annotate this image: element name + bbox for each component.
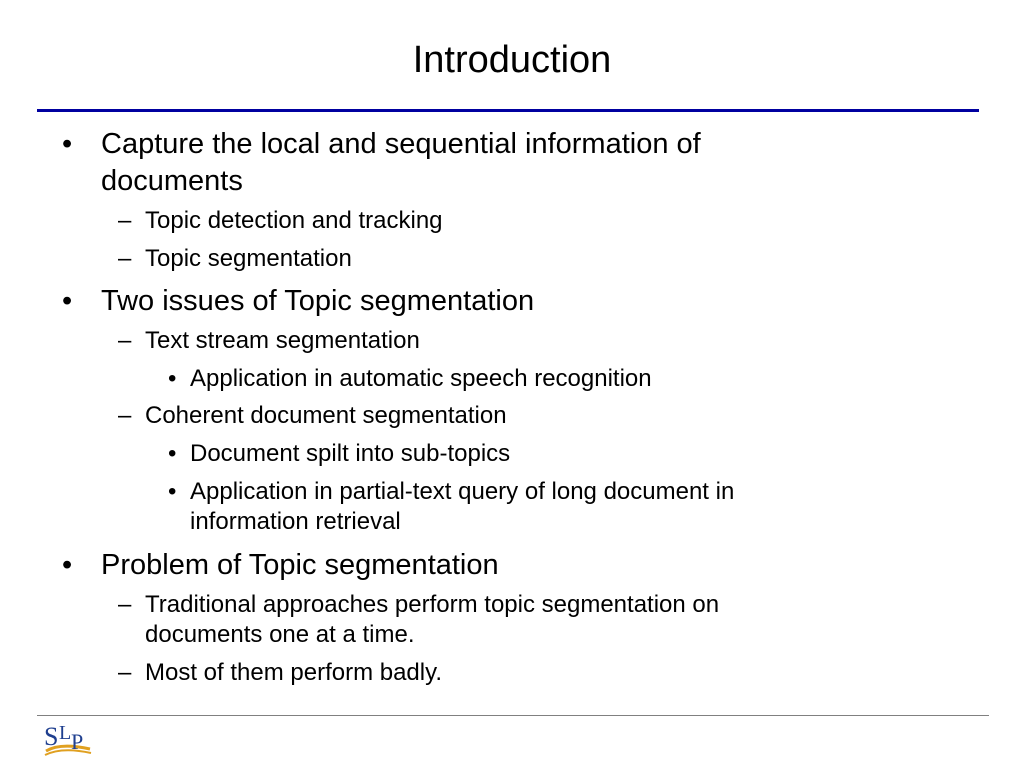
subbullet-marker: – — [118, 591, 132, 618]
title-divider — [37, 109, 979, 112]
subbullet-text: Traditional approaches perform topic seg… — [145, 591, 720, 618]
subsubbullet-text: information retrieval — [190, 508, 401, 535]
subbullet-marker: – — [118, 659, 132, 686]
subbullet-text: Text stream segmentation — [145, 327, 420, 354]
bullet-marker: • — [62, 549, 73, 581]
subsubbullet-marker: • — [168, 478, 177, 505]
subbullet-text: Topic detection and tracking — [145, 207, 443, 234]
slp-logo-icon: S L P — [44, 722, 92, 756]
slide-title: Introduction — [412, 39, 612, 81]
bullet-text: Problem of Topic segmentation — [101, 549, 499, 581]
svg-text:L: L — [59, 722, 71, 744]
subbullet-marker: – — [118, 207, 132, 234]
subsubbullet-marker: • — [168, 440, 177, 467]
subsubbullet-text: Application in partial-text query of lon… — [190, 478, 735, 505]
bullet-text: Capture the local and sequential informa… — [101, 128, 701, 160]
footer-divider — [37, 715, 989, 716]
svg-text:P: P — [71, 729, 83, 754]
subbullet-text: Coherent document segmentation — [145, 402, 507, 429]
logo-letters: S — [44, 722, 58, 751]
subbullet-text: Topic segmentation — [145, 245, 352, 272]
subsubbullet-text: Document spilt into sub-topics — [190, 440, 511, 467]
bullet-marker: • — [62, 128, 73, 160]
subbullet-marker: – — [118, 245, 132, 272]
subbullet-marker: – — [118, 327, 132, 354]
subbullet-marker: – — [118, 402, 132, 429]
subbullet-text: documents one at a time. — [145, 621, 415, 648]
subsubbullet-text: Application in automatic speech recognit… — [190, 365, 652, 392]
subsubbullet-marker: • — [168, 365, 177, 392]
bullet-marker: • — [62, 285, 73, 317]
bullet-text: Two issues of Topic segmentation — [101, 285, 535, 317]
bullet-text: documents — [101, 165, 243, 197]
subbullet-text: Most of them perform badly. — [145, 659, 442, 686]
